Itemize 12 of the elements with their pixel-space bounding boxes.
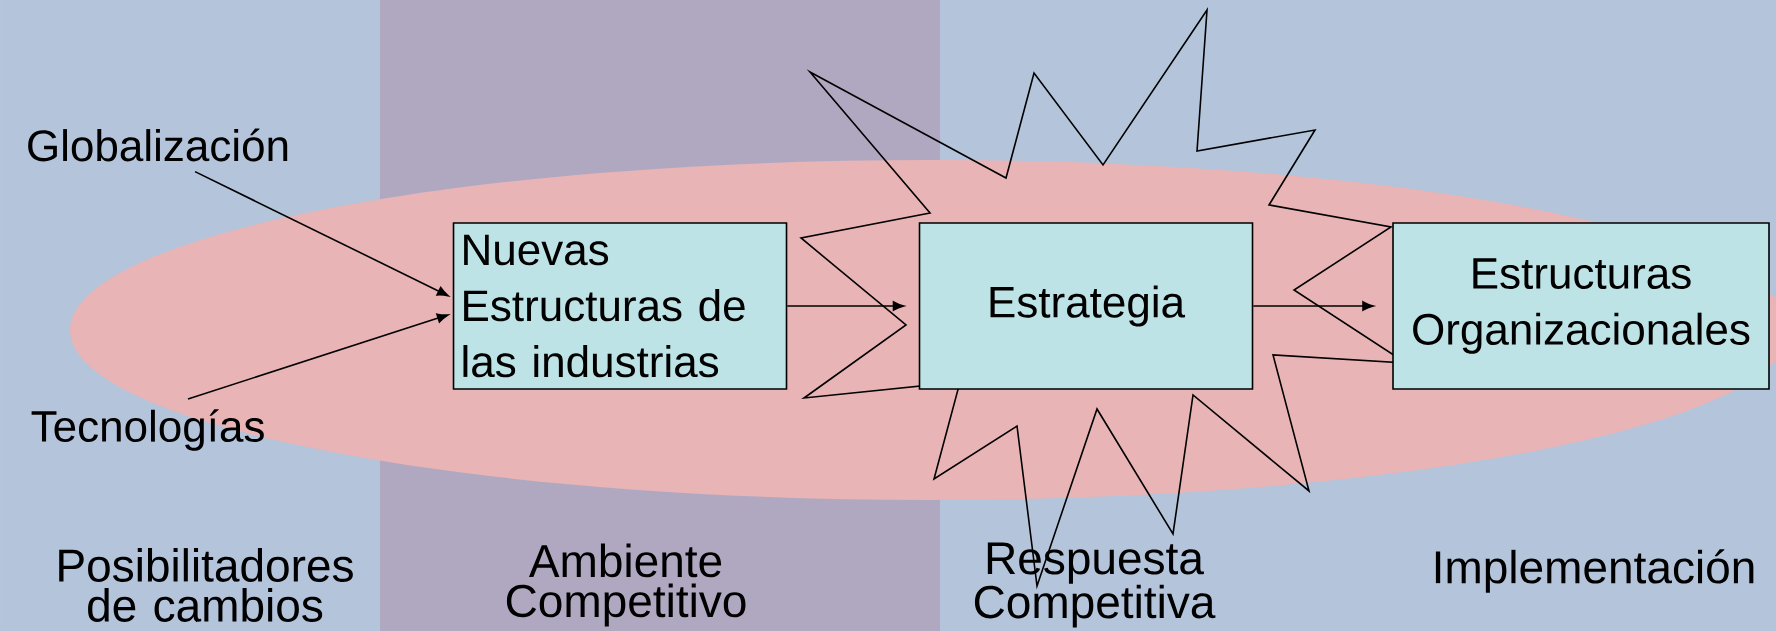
column-label: Ambiente Competitivo — [506, 543, 746, 627]
arrow — [187, 313, 449, 400]
process-box: Nuevas Estructuras de las industrias — [452, 222, 788, 390]
process-box: Estructuras Organizacionales — [1392, 222, 1770, 390]
column-label: Implementación — [1435, 549, 1754, 593]
process-box: Estrategia — [918, 222, 1254, 390]
column-label: Posibilitadores de cambios — [59, 548, 353, 622]
arrow — [1252, 301, 1374, 311]
side-label: Globalización — [28, 128, 288, 162]
arrow — [194, 170, 449, 297]
arrow — [786, 301, 905, 311]
side-label: Tecnologías — [31, 409, 264, 451]
